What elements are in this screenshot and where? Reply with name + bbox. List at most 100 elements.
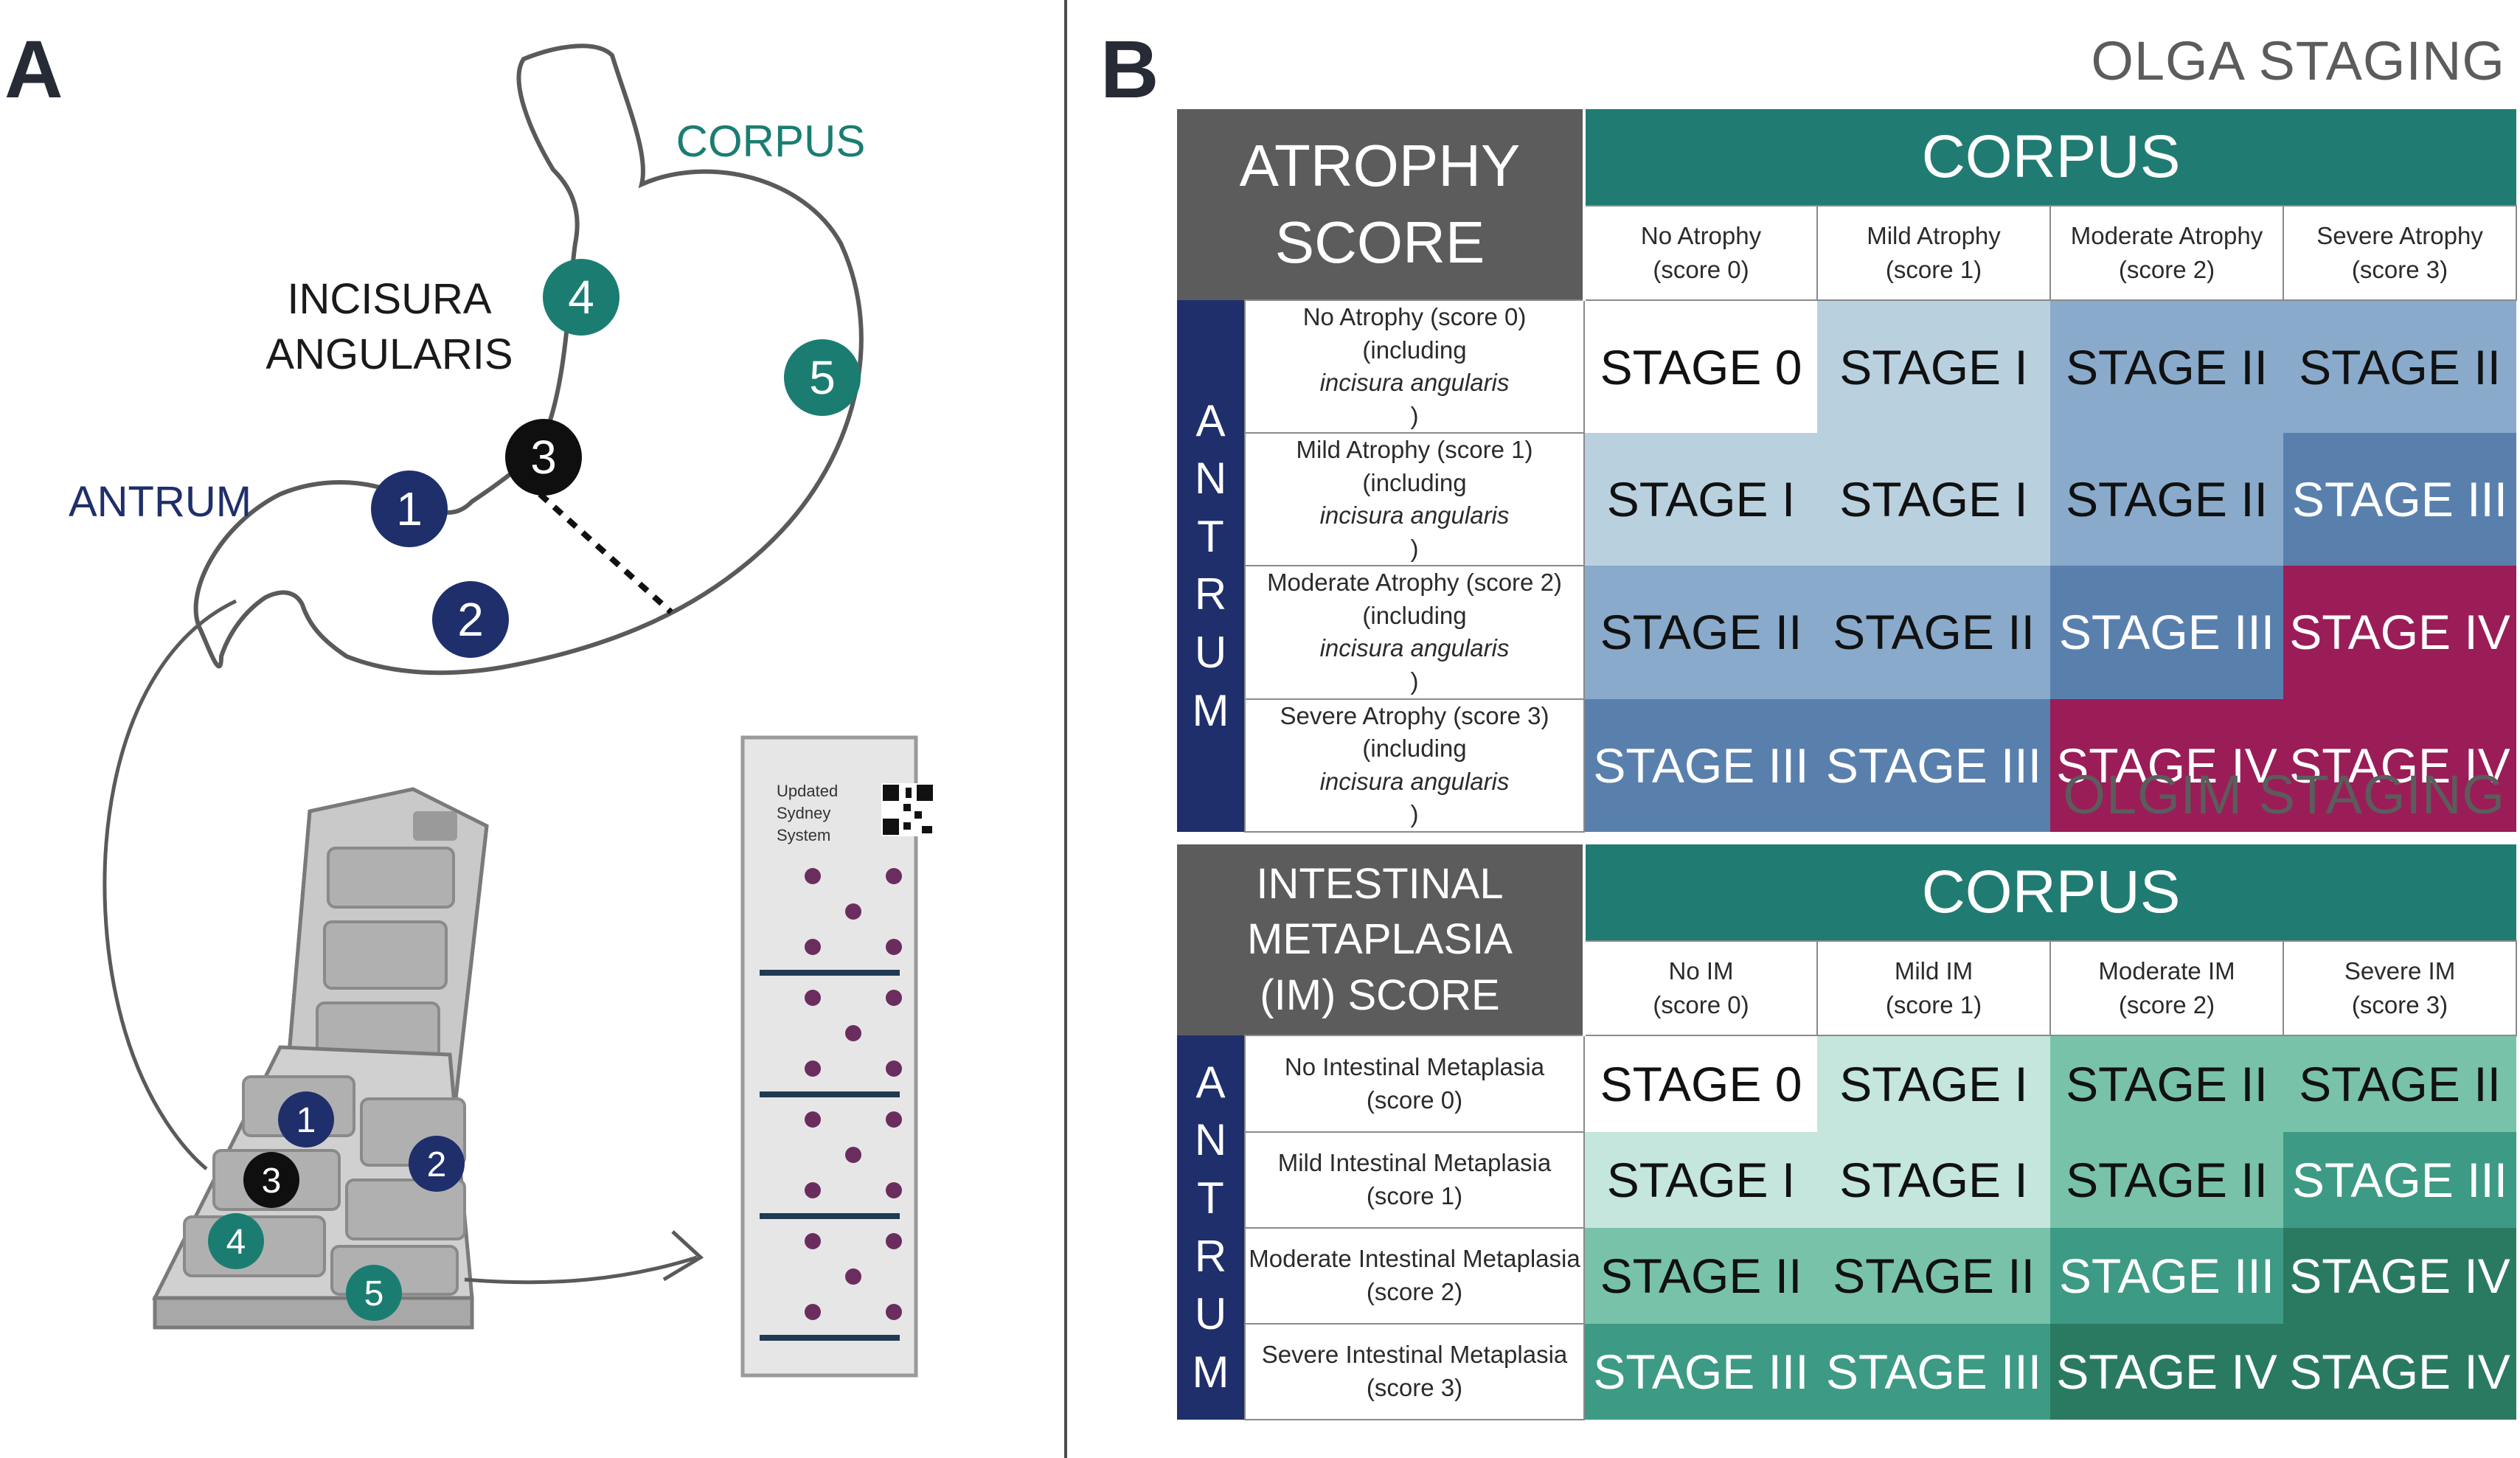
cassette-to-slide-arrow: [464, 1255, 698, 1285]
stage-cell: STAGE I: [1817, 300, 2050, 434]
cassette-site-4: 4: [208, 1213, 264, 1269]
tissue-dot: [886, 1233, 902, 1249]
slide-separator-line: [760, 1213, 900, 1219]
panel-divider: [1064, 0, 1067, 1458]
svg-text:4: 4: [226, 1223, 246, 1262]
stage-cell: STAGE II: [2050, 1132, 2283, 1228]
atrophy-score-header: ATROPHY SCORE: [1177, 109, 1586, 300]
guide-curve: [103, 599, 237, 1170]
stage-cell: STAGE III: [2050, 566, 2283, 699]
tissue-dot: [886, 939, 902, 955]
stage-cell: STAGE II: [1584, 566, 1817, 699]
olga-title: OLGA STAGING: [2091, 30, 2505, 91]
im-score-header: INTESTINAL METAPLASIA (IM) SCORE: [1177, 844, 1586, 1035]
stage-cell: STAGE II: [2050, 1035, 2283, 1132]
svg-text:2: 2: [457, 593, 484, 646]
tissue-dot: [805, 1182, 821, 1198]
slide-text-line1: Updated: [777, 782, 838, 800]
biopsy-site-1: 1: [371, 471, 448, 547]
stage-cell: STAGE II: [2283, 300, 2517, 434]
olgim-row-label-0: No Intestinal Metaplasia(score 0): [1244, 1035, 1585, 1133]
stage-cell: STAGE III: [1584, 1324, 1817, 1420]
cassette-site-3: 3: [243, 1152, 299, 1208]
stage-cell: STAGE II: [2283, 1035, 2517, 1132]
olga-row-label-3: Severe Atrophy (score 3)(including incis…: [1244, 698, 1585, 833]
qr-code-icon: [881, 783, 934, 836]
slide-separator-line: [760, 1335, 900, 1341]
stage-cell: STAGE IV: [2283, 566, 2517, 699]
stage-cell: STAGE III: [1584, 698, 1817, 832]
stage-cell: STAGE III: [2283, 433, 2517, 566]
olgim-corpus-col-0: No IM(score 0): [1583, 940, 1818, 1036]
tissue-dot: [886, 1182, 902, 1198]
tissue-dot: [845, 1147, 861, 1163]
stage-cell: STAGE IV: [2050, 1324, 2283, 1420]
tissue-dot: [886, 868, 902, 884]
svg-text:5: 5: [809, 351, 836, 404]
olgim-corpus-col-3: Severe IM(score 3): [2282, 940, 2518, 1036]
olga-corpus-col-0: No Atrophy(score 0): [1583, 205, 1818, 301]
olgim-corpus-col-2: Moderate IM(score 2): [2049, 940, 2284, 1036]
biopsy-site-2: 2: [432, 581, 509, 658]
olgim-row-label-2: Moderate Intestinal Metaplasia(score 2): [1244, 1227, 1585, 1325]
tissue-dot: [845, 1025, 861, 1041]
slide-separator-line: [760, 970, 900, 976]
stage-cell: STAGE IV: [2283, 1228, 2517, 1324]
svg-text:3: 3: [530, 431, 557, 484]
microscope-slide: Updated Sydney System: [740, 735, 934, 1378]
stage-cell: STAGE 0: [1584, 1035, 1817, 1132]
arrowhead-icon: [662, 1230, 704, 1282]
stage-cell: STAGE IV: [2283, 698, 2517, 832]
tissue-dot: [845, 903, 861, 920]
svg-text:1: 1: [296, 1101, 316, 1140]
olga-corpus-header: CORPUS: [1584, 109, 2517, 206]
incisura-label-line2: ANGULARIS: [265, 330, 513, 378]
stage-cell: STAGE I: [1584, 433, 1817, 566]
stage-cell: STAGE I: [1817, 433, 2050, 566]
antrum-corpus-boundary: [538, 492, 673, 614]
tissue-dot: [805, 1233, 821, 1249]
svg-text:4: 4: [568, 271, 594, 324]
slide-tissue-dots: [760, 868, 902, 1341]
slide-separator-line: [760, 1091, 900, 1097]
biopsy-site-3: 3: [505, 419, 582, 496]
stage-cell: STAGE II: [1584, 1228, 1817, 1324]
svg-text:3: 3: [262, 1162, 282, 1201]
stage-cell: STAGE III: [1817, 1324, 2050, 1420]
olga-corpus-col-2: Moderate Atrophy(score 2): [2049, 205, 2284, 301]
antrum-label: ANTRUM: [69, 478, 251, 526]
corpus-label: CORPUS: [676, 117, 866, 166]
svg-text:2: 2: [427, 1145, 447, 1184]
incisura-label-line1: INCISURA: [287, 275, 491, 323]
olgim-row-label-3: Severe Intestinal Metaplasia(score 3): [1244, 1323, 1585, 1420]
stage-cell: STAGE I: [1584, 1132, 1817, 1228]
slide-text-line3: System: [777, 826, 830, 844]
stage-cell: STAGE IV: [2050, 698, 2283, 832]
stage-cell: STAGE IV: [2283, 1324, 2517, 1420]
olgim-staging-table: INTESTINAL METAPLASIA (IM) SCORE CORPUS …: [1177, 844, 2518, 1420]
cassette-site-2: 2: [409, 1136, 465, 1192]
svg-text:1: 1: [396, 482, 423, 535]
cassette-site-1: 1: [278, 1091, 334, 1148]
olgim-title: OLGIM STAGING: [2063, 764, 2505, 825]
biopsy-site-4: 4: [543, 259, 619, 336]
panel-label-b: B: [1100, 24, 1159, 115]
olga-staging-table: ATROPHY SCORE CORPUS No Atrophy(score 0)…: [1177, 109, 2518, 833]
stage-cell: STAGE II: [2050, 300, 2283, 434]
stage-cell: STAGE II: [1817, 566, 2050, 699]
stomach-biopsy-diagram: CORPUS INCISURA ANGULARIS ANTRUM 1 2 3 4…: [69, 44, 934, 1378]
tissue-dot: [886, 990, 902, 1006]
tissue-dot: [805, 1304, 821, 1320]
olgim-corpus-header: CORPUS: [1584, 844, 2517, 941]
stage-cell: STAGE I: [1817, 1132, 2050, 1228]
stage-cell: STAGE II: [2050, 433, 2283, 566]
stage-cell: STAGE II: [1817, 1228, 2050, 1324]
stage-cell: STAGE III: [2283, 1132, 2517, 1228]
olgim-row-label-1: Mild Intestinal Metaplasia(score 1): [1244, 1131, 1585, 1229]
tissue-dot: [886, 1060, 902, 1077]
olga-row-label-1: Mild Atrophy (score 1)(including incisur…: [1244, 432, 1585, 567]
panel-label-a: A: [4, 24, 63, 115]
biopsy-site-5: 5: [784, 339, 861, 416]
